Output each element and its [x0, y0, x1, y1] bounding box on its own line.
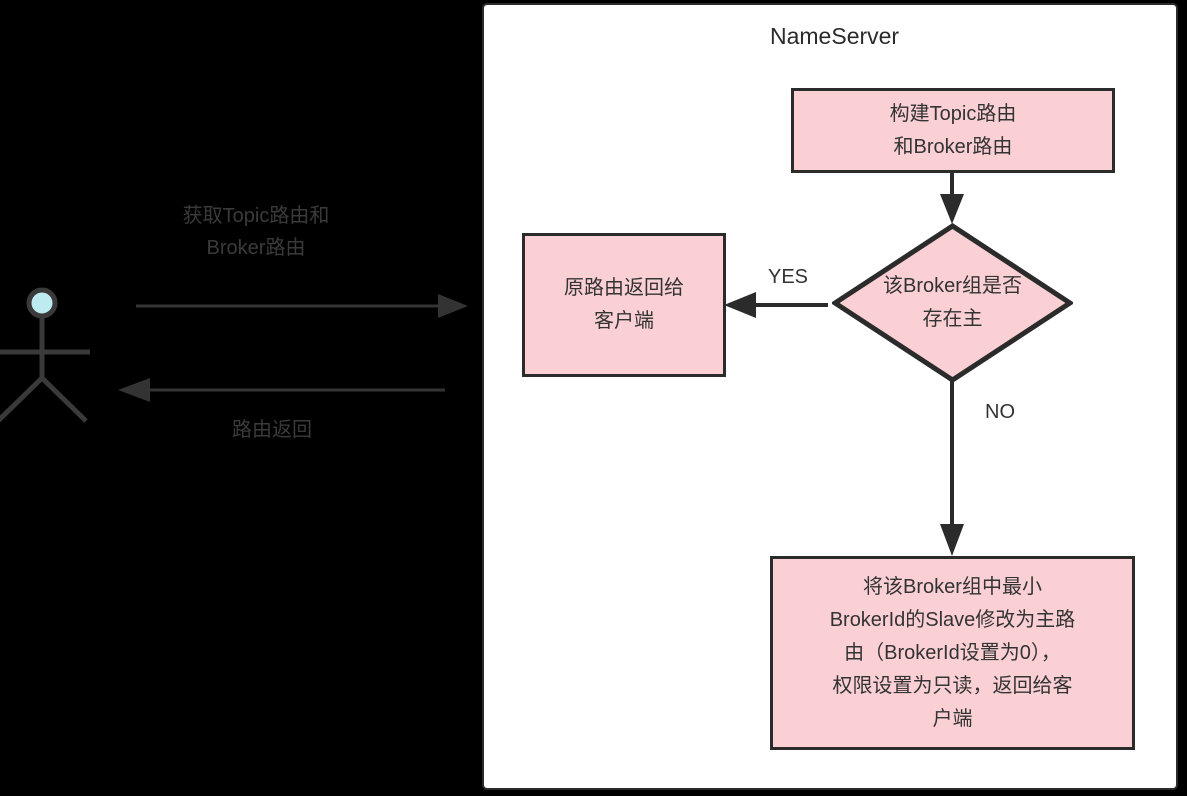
node-decision-master-exists[interactable]: 该Broker组是否 存在主 — [832, 223, 1073, 383]
panel-title: NameServer — [770, 23, 900, 49]
edge-label-no: NO — [985, 401, 1015, 423]
response-arrow — [118, 378, 445, 402]
client-actor-icon — [0, 287, 90, 423]
node-decision-label: 该Broker组是否 存在主 — [883, 275, 1022, 330]
node-return-origin-route[interactable]: 原路由返回给 客户端 — [522, 233, 726, 377]
request-arrow-label: 获取Topic路由和 Broker路由 — [182, 205, 330, 259]
request-arrow — [136, 294, 468, 318]
node-promote-slave[interactable]: 将该Broker组中最小 BrokerId的Slave修改为主路 由（Broke… — [770, 556, 1135, 750]
edge-build-to-decision — [940, 170, 964, 224]
node-build-route[interactable]: 构建Topic路由 和Broker路由 — [791, 88, 1115, 173]
edge-label-yes: YES — [768, 266, 809, 288]
edge-decision-to-promote — [940, 378, 964, 556]
response-arrow-label: 路由返回 — [232, 419, 312, 441]
edge-decision-to-origin — [724, 292, 828, 318]
